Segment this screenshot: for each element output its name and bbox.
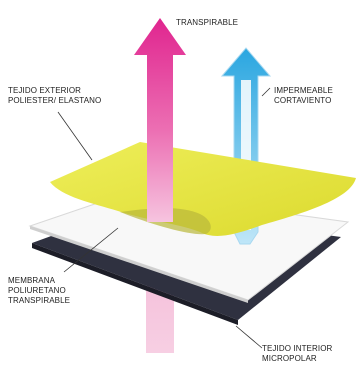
membrane-leader [63, 227, 119, 273]
membrane-label-line-1: MEMBRANA [8, 276, 56, 285]
outer-fabric-label: TEJIDO EXTERIOR POLIESTER/ ELASTANO [8, 86, 101, 106]
outer-fabric-label-line-1: TEJIDO EXTERIOR [8, 86, 82, 95]
waterproof-label-line-1: IMPERMEABLE [274, 86, 333, 95]
inner-fabric-label: TEJIDO INTERIOR MICROPOLAR [262, 344, 332, 364]
waterproof-label-line-2: CORTAVIENTO [274, 96, 332, 105]
pink-arrow [134, 18, 186, 222]
inner-fabric-leader [235, 325, 263, 349]
membrane-layer-edge [30, 226, 248, 303]
membrane-label: MEMBRANA POLIURETANO TRANSPIRABLE [8, 276, 70, 306]
membrane-label-line-3: TRANSPIRABLE [8, 296, 71, 305]
outer-fabric-leader [57, 111, 93, 161]
waterproof-leader [261, 87, 271, 97]
waterproof-label: IMPERMEABLE CORTAVIENTO [274, 86, 333, 106]
breathable-label-text: TRANSPIRABLE [176, 18, 239, 27]
blue-arrow-inner [241, 80, 251, 230]
breathable-label: TRANSPIRABLE [176, 18, 238, 28]
outer-fabric-label-line-2: POLIESTER/ ELASTANO [8, 96, 102, 105]
membrane-label-line-2: POLIURETANO [8, 286, 66, 295]
inner-fabric-label-line-1: TEJIDO INTERIOR [262, 344, 333, 353]
inner-fabric-label-line-2: MICROPOLAR [262, 354, 317, 363]
inner-fabric-layer-edge [32, 243, 238, 325]
